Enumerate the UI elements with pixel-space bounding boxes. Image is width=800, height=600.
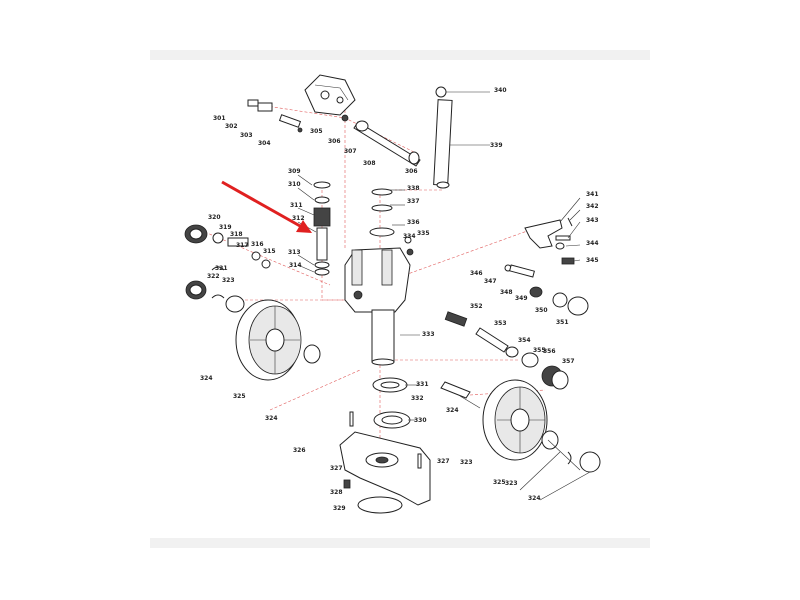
bottom-band — [150, 538, 650, 548]
part-label: 333 — [422, 331, 435, 338]
part-label: 303 — [240, 132, 253, 139]
part-label: 339 — [490, 142, 503, 149]
part-label: 312 — [292, 215, 305, 222]
part-label: 306 — [405, 168, 418, 175]
part-label: 332 — [411, 395, 424, 402]
part-label: 356 — [543, 348, 556, 355]
part-label: 323 — [222, 277, 235, 284]
part-label: 315 — [263, 248, 276, 255]
part-label: 318 — [230, 231, 243, 238]
part-label: 349 — [515, 295, 528, 302]
part-label: 350 — [535, 307, 548, 314]
part-label: 348 — [500, 289, 513, 296]
part-label: 320 — [208, 214, 221, 221]
part-label: 323 — [460, 459, 473, 466]
right-wheel — [482, 379, 601, 473]
part-label: 331 — [416, 381, 429, 388]
part-label: 353 — [494, 320, 507, 327]
valve-parts-347-352 — [504, 264, 589, 316]
fork-base — [339, 411, 431, 514]
leader-lines — [297, 91, 591, 501]
part-label: 328 — [330, 489, 343, 496]
top-band — [150, 50, 650, 60]
part-label: 347 — [484, 278, 497, 285]
part-label: 346 — [470, 270, 483, 277]
part-label: 324 — [446, 407, 459, 414]
part-label: 343 — [586, 217, 599, 224]
highlight-arrow — [221, 180, 312, 233]
part-label: 351 — [556, 319, 569, 326]
part-label: 338 — [407, 185, 420, 192]
assembly-guide-lines — [199, 104, 546, 470]
part-label: 329 — [333, 505, 346, 512]
part-label: 325 — [493, 479, 506, 486]
part-label: 324 — [528, 495, 541, 502]
bearings-331-333 — [372, 377, 471, 429]
part-label: 334 — [403, 233, 416, 240]
part-label: 322 — [207, 273, 220, 280]
valve-lever-342-346 — [524, 217, 575, 265]
part-label: 301 — [213, 115, 226, 122]
pump-body — [344, 247, 411, 366]
part-label: 354 — [518, 337, 531, 344]
part-label: 324 — [200, 375, 213, 382]
part-label: 311 — [290, 202, 303, 209]
part-label: 355 — [533, 347, 546, 354]
o-rings-337-339 — [369, 188, 414, 256]
part-label: 324 — [265, 415, 278, 422]
part-labels: 3013023033043053063073083063093103113123… — [200, 87, 599, 512]
part-label: 325 — [233, 393, 246, 400]
part-label: 308 — [363, 160, 376, 167]
part-label: 337 — [407, 198, 420, 205]
part-label: 340 — [494, 87, 507, 94]
part-label: 357 — [562, 358, 575, 365]
part-label: 313 — [288, 249, 301, 256]
part-label: 323 — [505, 480, 518, 487]
part-label: 327 — [437, 458, 450, 465]
part-label: 319 — [219, 224, 232, 231]
valve-parts-353-357 — [444, 311, 569, 390]
part-label: 321 — [215, 265, 228, 272]
handle-socket-part — [304, 74, 356, 116]
left-wheel — [211, 294, 321, 381]
part-label: 304 — [258, 140, 271, 147]
part-label: 309 — [288, 168, 301, 175]
part-label: 302 — [225, 123, 238, 130]
pins-301-304 — [247, 99, 303, 133]
part-label: 316 — [251, 241, 264, 248]
rod-340 — [433, 86, 453, 189]
part-label: 310 — [288, 181, 301, 188]
part-label: 305 — [310, 128, 323, 135]
part-label: 335 — [417, 230, 430, 237]
part-label: 336 — [407, 219, 420, 226]
part-label: 317 — [236, 242, 249, 249]
bearing-stack-315-322 — [184, 224, 271, 300]
part-label: 341 — [586, 191, 599, 198]
part-label: 306 — [328, 138, 341, 145]
part-label: 326 — [293, 447, 306, 454]
part-label: 352 — [470, 303, 483, 310]
part-label: 314 — [289, 262, 302, 269]
part-label: 345 — [586, 257, 599, 264]
axle-305-308 — [341, 114, 421, 167]
part-label: 307 — [344, 148, 357, 155]
spring-stack-309-314 — [313, 181, 331, 276]
part-label: 342 — [586, 203, 599, 210]
part-label: 327 — [330, 465, 343, 472]
part-label: 330 — [414, 417, 427, 424]
part-label: 344 — [586, 240, 599, 247]
